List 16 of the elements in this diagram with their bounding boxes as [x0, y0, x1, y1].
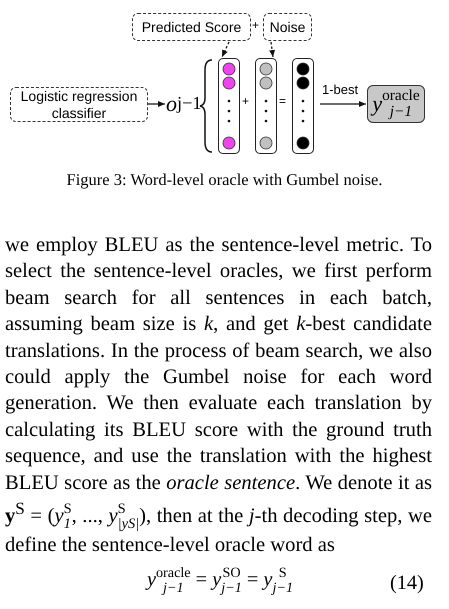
math-operator: + — [252, 18, 260, 32]
equation-number: (14) — [390, 572, 424, 595]
arrow — [320, 101, 366, 107]
arrow — [269, 42, 276, 58]
math-operator: = — [279, 94, 286, 108]
vector-column — [255, 58, 277, 154]
figure-caption: Figure 3: Word-level oracle with Gumbel noise. — [66, 170, 382, 190]
arrow — [221, 42, 230, 58]
dashed-box: Predicted Score — [132, 13, 251, 41]
dashed-box: Noise — [263, 13, 312, 41]
edge-label: 1-best — [322, 82, 358, 97]
vector-column — [218, 58, 240, 154]
dashed-box: Logistic regression classifier — [10, 87, 148, 122]
vector-column — [292, 58, 314, 154]
math-operator: + — [242, 94, 250, 108]
arrow — [148, 101, 165, 107]
